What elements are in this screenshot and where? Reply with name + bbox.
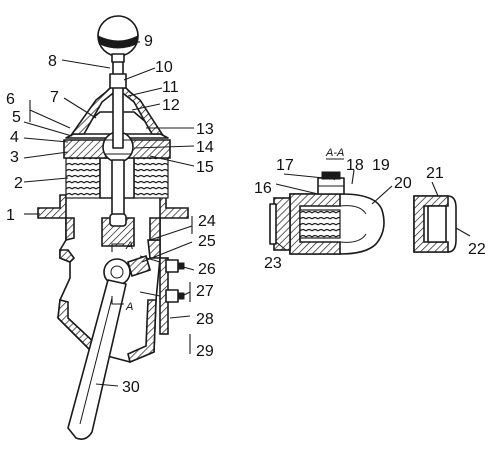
lever-collar [109,73,127,89]
callout-6: 6 [6,91,15,108]
rubber-boot [70,85,164,135]
callout-24: 24 [198,213,216,230]
callout-28: 28 [196,311,214,328]
callout-3: 3 [10,149,19,166]
callout-20: 20 [394,175,412,192]
callout-22: 22 [468,241,486,258]
cut-marker-upper: A [125,240,133,252]
callout-17: 17 [276,157,294,174]
spring-right [133,157,169,199]
cut-marker-lower: A [125,301,133,313]
callout-14: 14 [196,139,214,156]
callout-23: 23 [264,255,282,272]
callout-9: 9 [144,33,153,50]
callout-21: 21 [426,165,444,182]
shift-knob [97,15,139,63]
callout-18: 18 [346,157,364,174]
callout-19: 19 [372,157,390,174]
callout-4: 4 [10,129,19,146]
callout-7: 7 [50,89,59,106]
callout-8: 8 [48,53,57,70]
lever-shaft-middle [111,159,125,221]
end-cap-detail [413,195,457,253]
callout-30: 30 [122,379,140,396]
callout-25: 25 [198,233,216,250]
callout-1: 1 [6,207,15,224]
section-aa-view [269,171,385,255]
section-label: A-A [325,147,344,159]
leader-lines [23,41,471,387]
callout-29: 29 [196,343,214,360]
callout-2: 2 [14,175,23,192]
callout-16: 16 [254,180,272,197]
callout-26: 26 [198,261,216,278]
spring-left [65,157,101,199]
callout-11: 11 [162,79,179,96]
lower-lever [67,279,127,440]
lever-shaft-upper [112,53,124,149]
callout-13: 13 [196,121,214,138]
callout-15: 15 [196,159,214,176]
callout-27: 27 [196,283,214,300]
callout-10: 10 [155,59,173,76]
callout-12: 12 [162,97,180,114]
callout-5: 5 [12,109,21,126]
